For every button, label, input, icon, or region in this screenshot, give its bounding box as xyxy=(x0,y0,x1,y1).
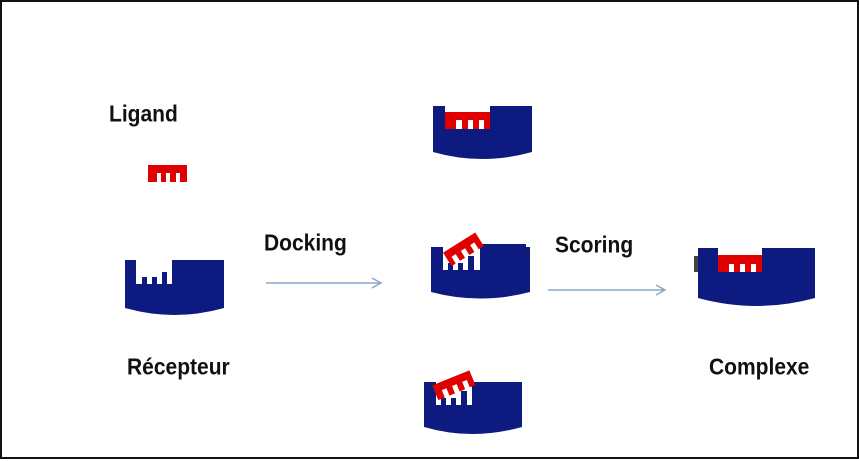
receptor-shape xyxy=(125,260,224,315)
docking-arrow xyxy=(266,278,381,288)
complex-label: Complexe xyxy=(709,355,809,381)
scoring-arrow xyxy=(548,285,665,295)
scoring-label: Scoring xyxy=(555,233,633,259)
complex-shape xyxy=(694,248,815,306)
docking-pose-bottom xyxy=(424,370,522,434)
docking-pose-top xyxy=(433,106,532,159)
receptor-label: Récepteur xyxy=(127,355,230,381)
docking-label: Docking xyxy=(264,231,347,257)
docking-pose-middle xyxy=(431,232,530,298)
ligand-label: Ligand xyxy=(109,102,178,128)
ligand-shape xyxy=(148,165,187,182)
